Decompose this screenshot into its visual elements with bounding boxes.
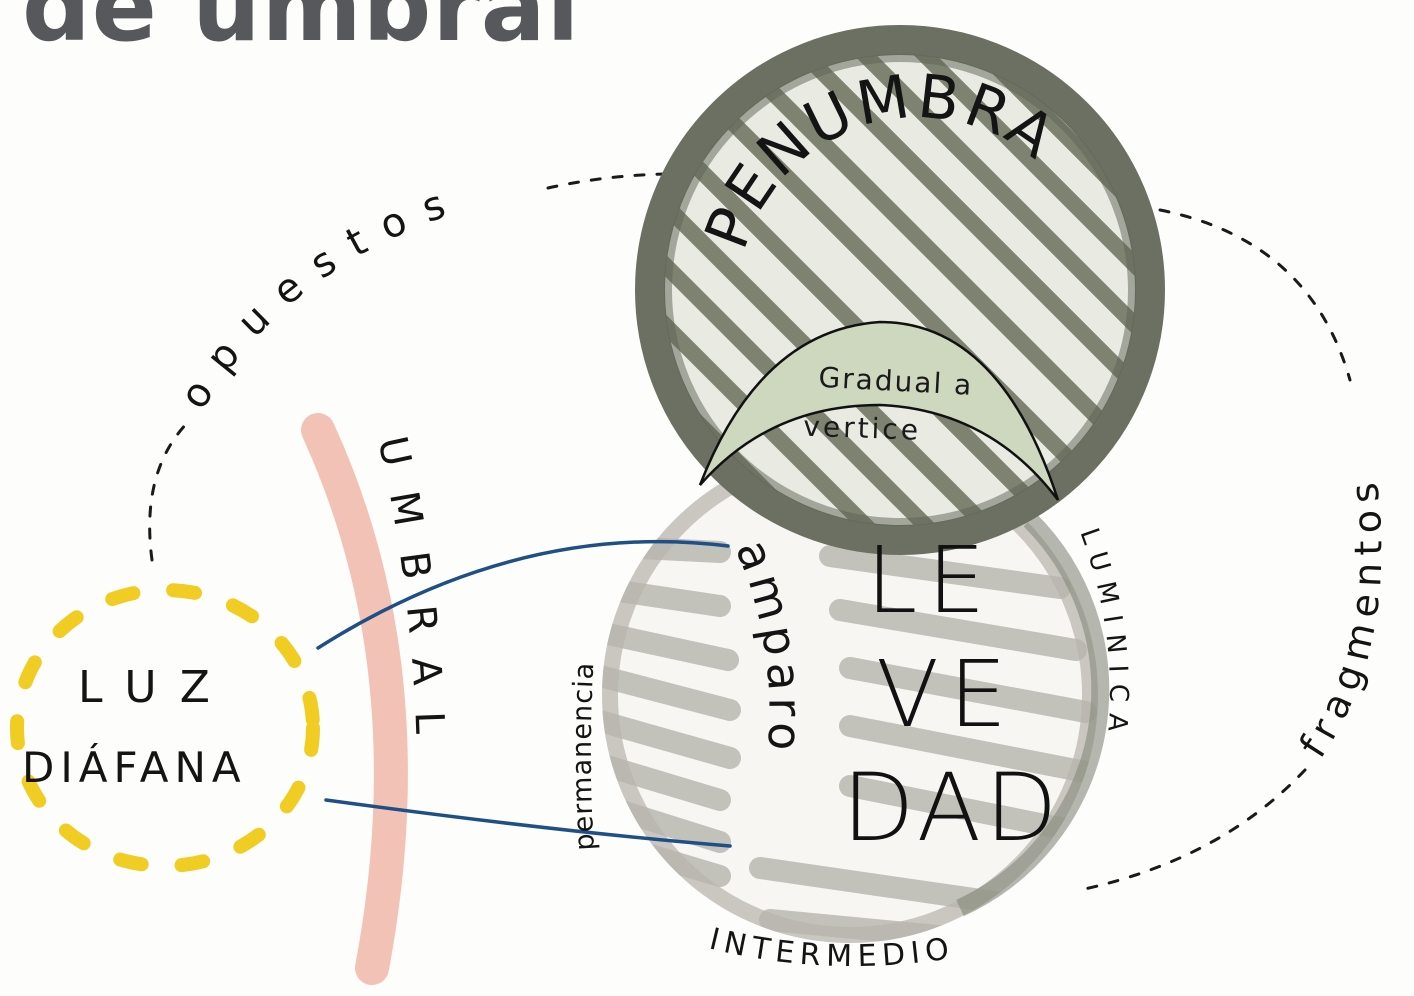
fragmentos-label: fragmentos xyxy=(1291,473,1391,765)
diafana-label: DIÁFANA xyxy=(22,742,247,792)
luz-label: LUZ xyxy=(78,662,234,713)
levedad-line3: DAD xyxy=(842,754,1061,863)
gradual-label-line2: vertice xyxy=(803,410,922,447)
luz-diafana-outline xyxy=(17,590,313,866)
levedad-line2: VE xyxy=(876,641,1017,748)
permanencia-label: permanencia xyxy=(567,661,601,851)
umbral-band xyxy=(318,430,391,968)
levedad-line1: LE xyxy=(866,527,995,634)
svg-text:opuestos: opuestos xyxy=(171,175,470,417)
svg-text:fragmentos: fragmentos xyxy=(1291,473,1391,765)
opuestos-label: opuestos xyxy=(171,175,470,417)
svg-text:permanencia: permanencia xyxy=(567,661,601,851)
